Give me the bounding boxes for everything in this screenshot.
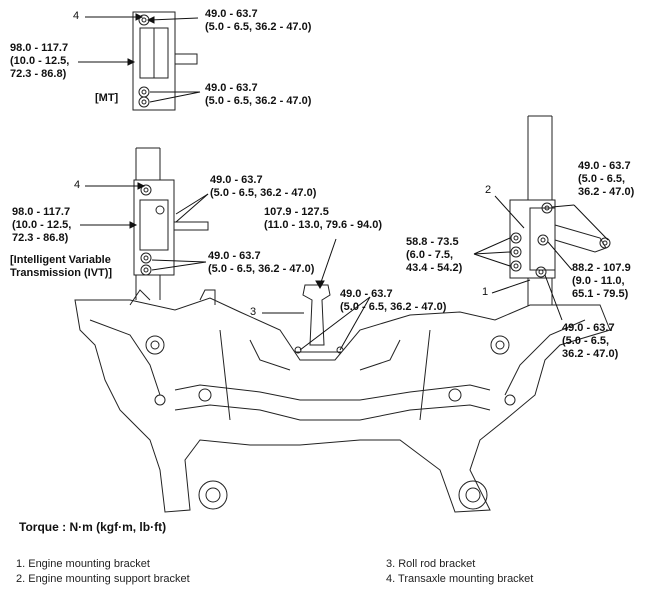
subframe [74,289,611,513]
ivt-bottom-bolt-torque: 49.0 - 63.7 (5.0 - 6.5, 36.2 - 47.0) [208,250,315,275]
item-number-4-ivt: 4 [74,179,81,191]
legend-item-2: 2. Engine mounting support bracket [16,573,190,585]
mt-bottom-bolt-torque: 49.0 - 63.7 (5.0 - 6.5, 36.2 - 47.0) [205,82,312,107]
item-number-3: 3 [250,306,257,318]
leader-lines [78,13,609,351]
ivt-left-torque: 98.0 - 117.7 (10.0 - 12.5, 72.3 - 86.8) [12,206,72,244]
item-number-4-mt: 4 [73,10,80,22]
roll-rod-top-torque: 107.9 - 127.5 (11.0 - 13.0, 79.6 - 94.0) [264,206,383,231]
mt-left-torque: 98.0 - 117.7 (10.0 - 12.5, 72.3 - 86.8) [10,42,70,80]
mt-transaxle-mount [120,11,198,111]
ivt-tag: [Intelligent Variable Transmission (IVT)… [10,254,113,279]
item-number-2: 2 [485,184,492,196]
engine-mount-bracket [509,199,611,279]
item-number-1: 1 [482,286,489,298]
right-mid-left-torque: 58.8 - 73.5 (6.0 - 7.5, 43.4 - 54.2) [406,236,463,274]
ivt-transaxle-mount [133,179,209,276]
mt-top-bolt-torque: 49.0 - 63.7 (5.0 - 6.5, 36.2 - 47.0) [205,8,312,33]
legend-item-1: 1. Engine mounting bracket [16,558,150,570]
torque-unit-note: Torque : N·m (kgf·m, lb·ft) [19,520,167,534]
right-top-torque: 49.0 - 63.7 (5.0 - 6.5, 36.2 - 47.0) [578,160,635,198]
legend-item-3: 3. Roll rod bracket [386,558,476,570]
roll-rod-bottom-torque: 49.0 - 63.7 (5.0 - 6.5, 36.2 - 47.0) [340,288,447,313]
ivt-top-bolt-torque: 49.0 - 63.7 (5.0 - 6.5, 36.2 - 47.0) [210,174,317,199]
legend-item-4: 4. Transaxle mounting bracket [386,573,534,585]
mt-tag: [MT] [95,92,119,104]
right-mid-right-torque: 88.2 - 107.9 (9.0 - 11.0, 65.1 - 79.5) [572,262,631,300]
right-bottom-torque: 49.0 - 63.7 (5.0 - 6.5, 36.2 - 47.0) [562,322,619,360]
